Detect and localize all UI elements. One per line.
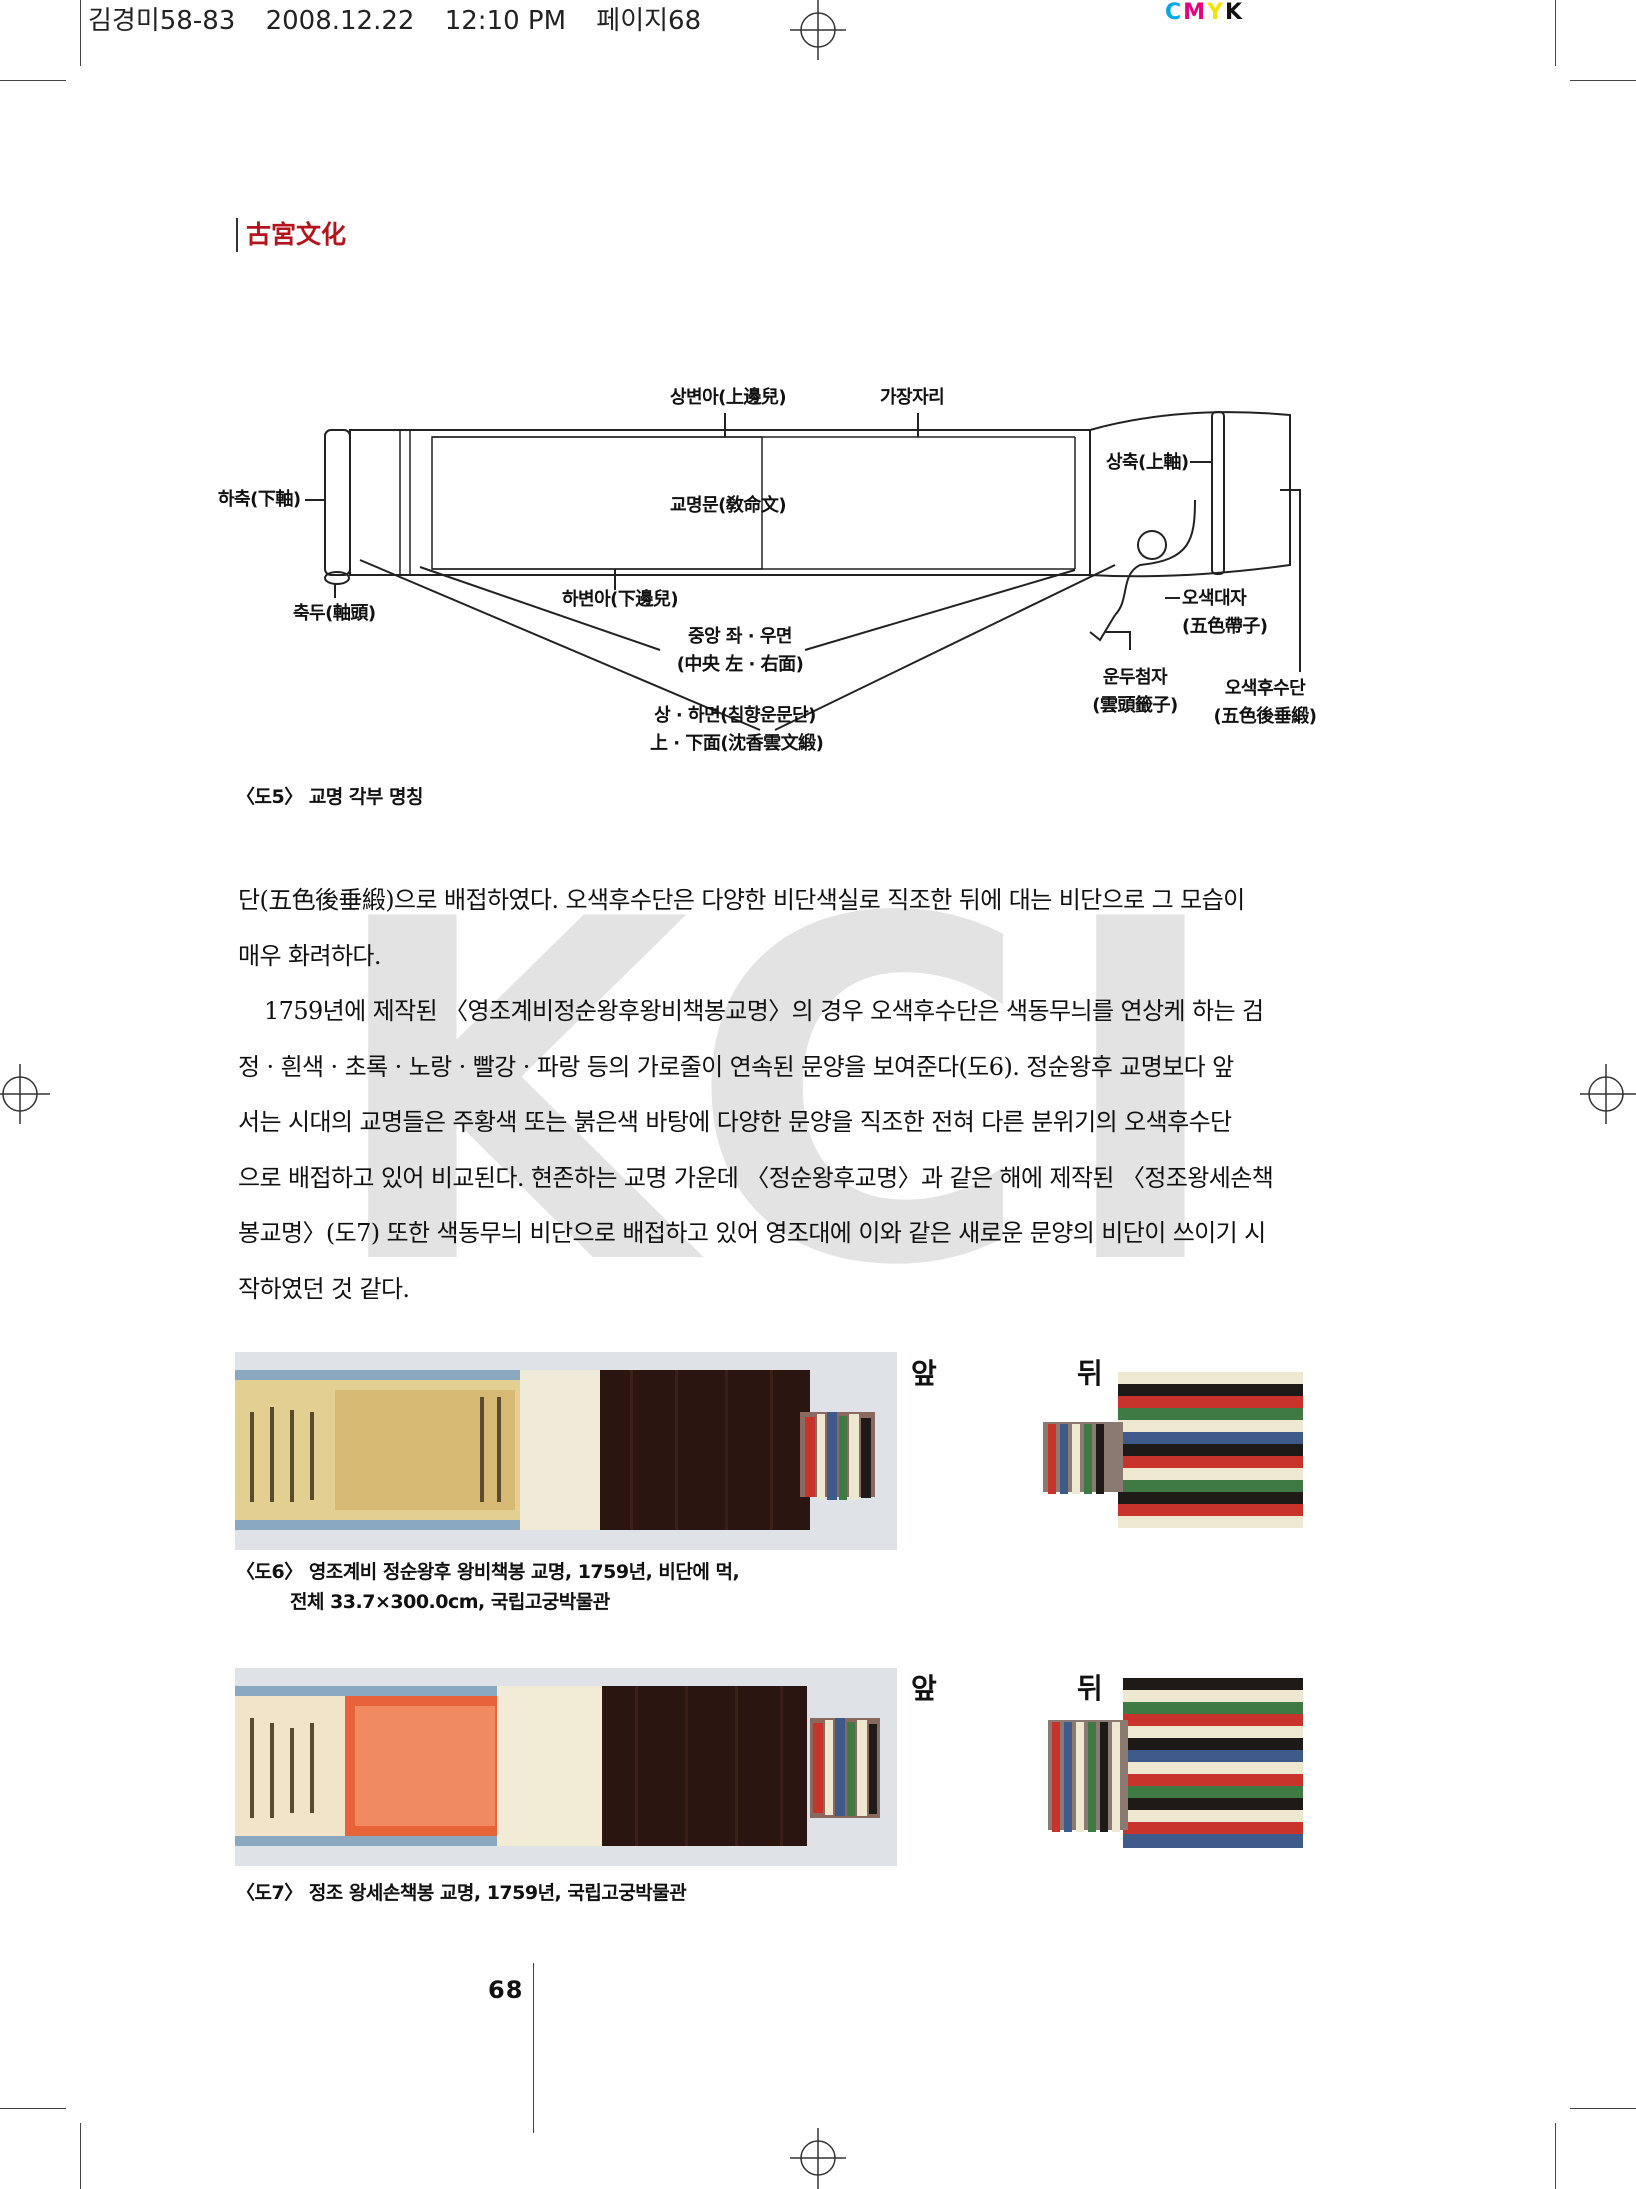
label-upper-roller: 상축(上軸) <box>1106 452 1189 473</box>
watermark: KCI <box>325 821 1248 1368</box>
journal-title: 古宮文化 <box>236 218 346 252</box>
paragraph-2: 1759년에 제작된 〈영조계비정순왕후왕비책봉교명〉의 경우 오색후수단은 색… <box>238 997 1274 1303</box>
figure7-back-image <box>1038 1670 1306 1860</box>
label-roller-head: 축두(軸頭) <box>293 603 376 624</box>
figure7-front-image <box>235 1668 897 1866</box>
label-center-panels: 중앙 좌 · 우면 (中央 左 · 右面) <box>676 626 804 675</box>
figure7-front-label: 앞 <box>911 1672 937 1705</box>
print-time: 12:10 PM <box>444 6 567 36</box>
label-top-border: 상변아(上邊兒) <box>670 387 787 408</box>
label-lower-roller: 하축(下軸) <box>218 489 301 510</box>
figure6-back-label: 뒤 <box>1077 1357 1103 1390</box>
wrap-silk <box>1089 411 1291 578</box>
lower-roller <box>324 429 351 576</box>
scroll-diagram <box>305 411 1301 731</box>
cmyk-mark: CMYK <box>1165 0 1245 25</box>
figure6-front-label: 앞 <box>911 1357 937 1390</box>
print-date: 2008.12.22 <box>265 6 415 36</box>
figure5-caption: 〈도5〉 교명 각부 명칭 <box>236 786 423 808</box>
label-cloud-hook: 운두첨자 (雲頭籤子) <box>1092 667 1178 716</box>
upper-roller <box>1211 411 1225 575</box>
figure7-caption: 〈도7〉 정조 왕세손책봉 교명, 1759년, 국립고궁박물관 <box>236 1882 687 1904</box>
label-text: 교명문(敎命文) <box>670 495 787 516</box>
label-edge: 가장자리 <box>880 387 945 408</box>
paragraph-1: 단(五色後垂緞)으로 배접하였다. 오색후수단은 다양한 비단색실로 직조한 뒤… <box>238 886 1245 970</box>
figure6-front-image <box>235 1352 897 1550</box>
page-number: 68 <box>488 1976 524 2004</box>
figure6-caption: 〈도6〉 영조계비 정순왕후 왕비책봉 교명, 1759년, 비단에 먹, 전체… <box>236 1561 740 1613</box>
label-rear-silk: 오색후수단 (五色後垂緞) <box>1213 678 1317 727</box>
body-text: 단(五色後垂緞)으로 배접하였다. 오색후수단은 다양한 비단색실로 직조한 뒤… <box>238 873 1318 1317</box>
figure6-back-image <box>1038 1362 1306 1542</box>
tie-cord <box>1114 499 1196 616</box>
label-top-bottom-panels: 상 · 하면(침향운문단) 上 · 下面(沈香雲文緞) <box>650 705 824 754</box>
label-bottom-border: 하변아(下邊兒) <box>562 589 679 610</box>
file-name: 김경미58-83 <box>88 6 236 36</box>
print-page: 페이지68 <box>596 6 702 36</box>
figure7-back-label: 뒤 <box>1077 1672 1103 1705</box>
stripes <box>1118 1372 1303 1528</box>
print-header: 김경미58-83 2008.12.22 12:10 PM 페이지68 <box>88 0 723 37</box>
label-five-color-tie: 오색대자 (五色帶子) <box>1182 588 1268 637</box>
